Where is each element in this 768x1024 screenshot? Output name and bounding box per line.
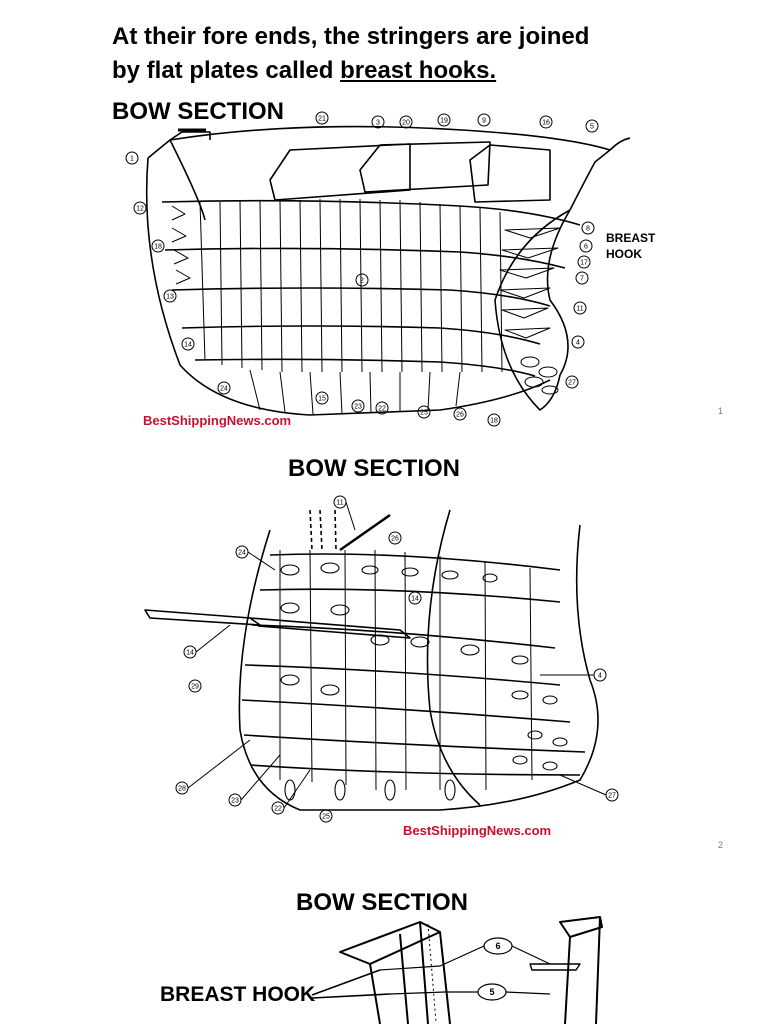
diagram-callout-number: 26 bbox=[456, 412, 464, 419]
section-1-callout-line-1: BREAST bbox=[606, 231, 656, 245]
diagram-callout-number: 21 bbox=[318, 116, 326, 123]
diagram-callout-number: 12 bbox=[136, 206, 144, 213]
diagram-callout-number: 7 bbox=[580, 276, 584, 283]
diagram-callout-number: 4 bbox=[598, 673, 602, 680]
page-number-1: 1 bbox=[718, 406, 724, 416]
diagram-callout-number: 14 bbox=[186, 650, 194, 657]
heading-line-2-text: by flat plates called bbox=[112, 57, 341, 84]
section-1-breast-hook-callout: BREAST HOOK bbox=[606, 230, 655, 262]
diagram-callout-number: 24 bbox=[220, 386, 228, 393]
diagram-callout-number: 5 bbox=[590, 124, 594, 131]
diagram-callout-number: 9 bbox=[482, 118, 486, 125]
diagram-callout-number: 2 bbox=[360, 278, 364, 285]
page-number-2: 2 bbox=[718, 840, 724, 850]
diagram-callout-number: 14 bbox=[411, 596, 419, 603]
diagram-callout-number: 22 bbox=[378, 406, 386, 413]
bow-section-diagram-2: 11 26 24 14 14 29 4 28 23 22 25 27 bbox=[144, 495, 619, 823]
diagram-callout-number: 16 bbox=[542, 120, 550, 127]
diagram-callout-number: 18 bbox=[154, 244, 162, 251]
section-1-watermark: BestShippingNews.com bbox=[143, 413, 292, 428]
diagram-callout-number: 5 bbox=[489, 987, 494, 997]
breast-hooks-term: breast hooks. bbox=[340, 57, 497, 84]
page-heading: At their fore ends, the stringers are jo… bbox=[112, 20, 672, 88]
diagram-callout-number: 19 bbox=[440, 118, 448, 125]
heading-line-2: by flat plates called breast hooks. bbox=[112, 54, 672, 88]
diagram-callout-number: 8 bbox=[586, 226, 590, 233]
heading-line-1: At their fore ends, the stringers are jo… bbox=[112, 23, 590, 50]
diagram-callout-number: 23 bbox=[354, 404, 362, 411]
diagram-callout-number: 28 bbox=[178, 786, 186, 793]
diagram-callout-number: 6 bbox=[495, 941, 500, 951]
diagram-callout-number: 26 bbox=[391, 536, 399, 543]
section-2-watermark: BestShippingNews.com bbox=[403, 823, 552, 838]
section-1-title: BOW SECTION bbox=[112, 98, 284, 125]
bow-section-diagram-3: 65 bbox=[311, 916, 603, 1024]
diagram-callout-number: 13 bbox=[166, 294, 174, 301]
diagram-callout-number: 23 bbox=[231, 798, 239, 805]
diagram-callout-number: 1 bbox=[130, 156, 134, 163]
diagram-callout-number: 24 bbox=[238, 550, 246, 557]
section-2-title: BOW SECTION bbox=[288, 455, 460, 482]
diagram-callout-number: 22 bbox=[274, 806, 282, 813]
diagram-callout-number: 29 bbox=[191, 684, 199, 691]
section-3-breast-hook-callout: BREAST HOOK bbox=[160, 983, 316, 1006]
diagram-callout-number: 11 bbox=[336, 500, 343, 507]
diagram-callout-number: 25 bbox=[322, 814, 330, 821]
diagram-callout-number: 25 bbox=[420, 410, 428, 417]
section-3-title: BOW SECTION bbox=[296, 889, 468, 916]
diagram-callout-number: 27 bbox=[568, 380, 576, 387]
diagram-callout-number: 6 bbox=[584, 244, 588, 251]
diagram-callout-number: 11 bbox=[576, 306, 583, 313]
diagram-callout-number: 4 bbox=[576, 340, 580, 347]
diagram-callout-number: 14 bbox=[184, 342, 192, 349]
diagram-callout-number: 18 bbox=[490, 418, 498, 425]
section-1-callout-line-2: HOOK bbox=[606, 247, 642, 261]
diagram-callout-number: 3 bbox=[376, 120, 380, 127]
diagram-callout-number: 20 bbox=[402, 120, 410, 127]
diagram-callout-number: 17 bbox=[580, 260, 588, 267]
diagram-callout-number: 27 bbox=[608, 793, 616, 800]
diagram-callout-number: 15 bbox=[318, 396, 326, 403]
